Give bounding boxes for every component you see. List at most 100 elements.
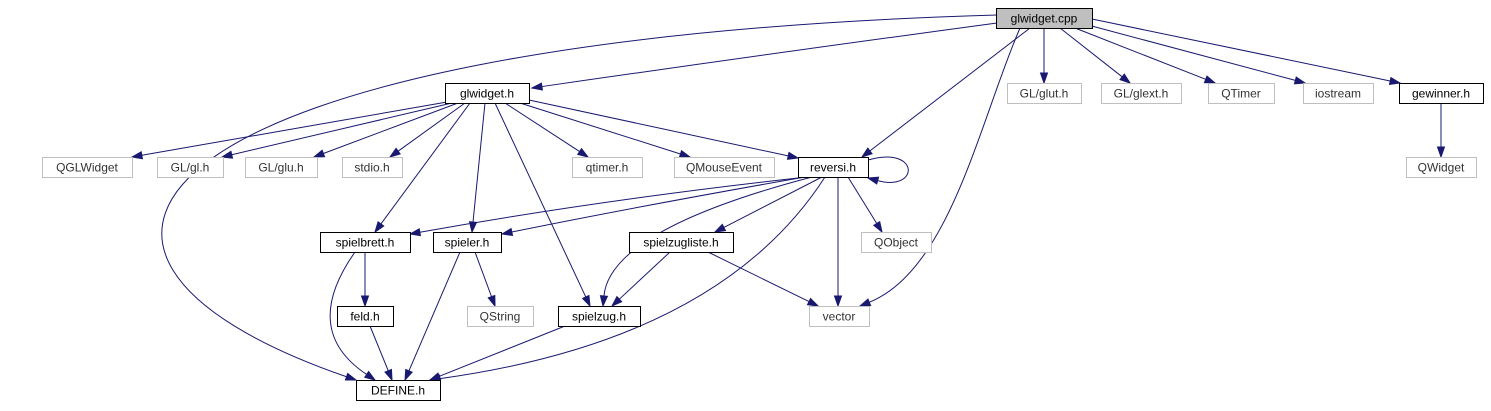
edge-line bbox=[1091, 18, 1391, 82]
arrowhead-icon bbox=[786, 151, 800, 160]
arrowhead-icon bbox=[468, 221, 478, 234]
edge-line bbox=[519, 102, 681, 155]
node-box bbox=[356, 380, 441, 401]
node-label: QObject bbox=[874, 236, 919, 250]
node-box bbox=[1406, 157, 1477, 178]
node-box bbox=[1101, 83, 1182, 104]
edge-reversi-h-to-qobject bbox=[847, 176, 883, 234]
nodes-layer: glwidget.cpp glwidget.h GL/glut.h GL/glext.… bbox=[42, 8, 1484, 401]
node-box bbox=[433, 232, 502, 253]
edge-line bbox=[707, 251, 810, 303]
edge-line bbox=[439, 176, 826, 380]
node-gl-glext: GL/glext.h bbox=[1101, 83, 1182, 104]
node-label: DEFINE.h bbox=[371, 384, 425, 398]
edge-line bbox=[511, 176, 806, 233]
node-glwidget-h[interactable]: glwidget.h bbox=[445, 83, 530, 104]
node-box bbox=[572, 157, 643, 178]
node-box bbox=[1007, 83, 1082, 104]
arrowhead-icon bbox=[388, 147, 401, 158]
arrowhead-icon bbox=[220, 150, 234, 159]
node-label: stdio.h bbox=[354, 161, 389, 175]
edge-glwidget-h-to-qglwidget bbox=[130, 101, 448, 160]
edge-line bbox=[847, 176, 878, 224]
node-spielbrett-h[interactable]: spielbrett.h bbox=[320, 232, 411, 253]
edge-spielzugliste-h-to-vector bbox=[707, 251, 820, 307]
edge-glwidget-h-to-stdio bbox=[388, 102, 466, 158]
node-spieler-h[interactable]: spieler.h bbox=[433, 232, 502, 253]
node-spielzug-h[interactable]: spielzug.h bbox=[558, 306, 641, 327]
arrowhead-icon bbox=[312, 149, 326, 158]
node-label: QString bbox=[480, 310, 521, 324]
node-feld-h[interactable]: feld.h bbox=[337, 306, 394, 327]
node-box bbox=[157, 157, 224, 178]
edge-glwidget-cpp-to-gl-glut bbox=[1039, 28, 1049, 85]
node-box bbox=[1208, 83, 1275, 104]
node-gl-gl: GL/gl.h bbox=[157, 157, 224, 178]
arrowhead-icon bbox=[860, 147, 873, 158]
arrowhead-icon bbox=[599, 295, 609, 308]
node-label: QMouseEvent bbox=[686, 161, 763, 175]
edge-line bbox=[397, 102, 466, 152]
node-box bbox=[798, 157, 869, 178]
node-label: glwidget.cpp bbox=[1011, 12, 1078, 26]
arrowhead-icon bbox=[678, 149, 692, 158]
edge-line bbox=[141, 101, 448, 156]
arrowhead-icon bbox=[1203, 75, 1217, 84]
node-glwidget-cpp[interactable]: glwidget.cpp bbox=[996, 8, 1093, 29]
node-qstring: QString bbox=[467, 306, 534, 327]
edge-line bbox=[867, 156, 909, 183]
node-box bbox=[674, 157, 775, 178]
edge-line bbox=[504, 102, 580, 152]
node-define-h[interactable]: DEFINE.h bbox=[356, 380, 441, 401]
arrowhead-icon bbox=[872, 220, 883, 234]
node-label: glwidget.h bbox=[460, 87, 514, 101]
edge-line bbox=[329, 251, 367, 375]
node-label: reversi.h bbox=[810, 161, 856, 175]
node-box bbox=[342, 157, 403, 178]
arrowhead-icon bbox=[1436, 146, 1446, 159]
node-gl-glut: GL/glut.h bbox=[1007, 83, 1082, 104]
arrowhead-icon bbox=[1388, 76, 1402, 85]
edge-glwidget-h-to-spielbrett-h bbox=[374, 102, 471, 234]
node-spielzugliste-h[interactable]: spielzugliste.h bbox=[629, 232, 734, 253]
node-stdio: stdio.h bbox=[342, 157, 403, 178]
node-box bbox=[629, 232, 734, 253]
arrowhead-icon bbox=[610, 295, 623, 308]
edge-line bbox=[323, 102, 459, 154]
edge-line bbox=[869, 27, 1021, 303]
edge-reversi-h-to-define-h bbox=[428, 176, 826, 383]
edge-reversi-h-to-reversi-h bbox=[866, 156, 909, 185]
node-box bbox=[320, 232, 411, 253]
arrowhead-icon bbox=[374, 221, 385, 234]
node-box bbox=[861, 232, 932, 253]
node-label: vector bbox=[823, 310, 856, 324]
arrowhead-icon bbox=[858, 298, 872, 307]
edge-line bbox=[472, 102, 486, 223]
arrowhead-icon bbox=[408, 228, 422, 237]
edge-glwidget-h-to-gl-gl bbox=[220, 102, 453, 159]
edge-line bbox=[231, 102, 453, 156]
edge-spielzug-h-to-define-h bbox=[428, 325, 566, 381]
node-reversi-h[interactable]: reversi.h bbox=[798, 157, 869, 178]
arrowhead-icon bbox=[363, 370, 377, 381]
edge-reversi-h-to-spielzugliste-h bbox=[713, 176, 823, 233]
node-label: QGLWidget bbox=[56, 161, 118, 175]
edges-layer bbox=[130, 14, 1446, 383]
edge-glwidget-cpp-to-gewinner-h bbox=[1091, 18, 1402, 85]
node-gewinner-h[interactable]: gewinner.h bbox=[1399, 83, 1484, 104]
node-label: GL/glext.h bbox=[1114, 87, 1169, 101]
edge-spieler-h-to-qstring bbox=[474, 251, 496, 308]
node-label: spielzug.h bbox=[572, 310, 626, 324]
edge-line bbox=[723, 176, 823, 228]
node-qtimer-h: qtimer.h bbox=[572, 157, 643, 178]
edge-line bbox=[1074, 27, 1206, 80]
node-qwidget: QWidget bbox=[1406, 157, 1477, 178]
edge-glwidget-h-to-gl-glu bbox=[312, 102, 459, 158]
node-qmouseevent: QMouseEvent bbox=[674, 157, 775, 178]
node-label: spielzugliste.h bbox=[643, 236, 718, 250]
node-label: QTimer bbox=[1221, 87, 1261, 101]
node-label: iostream bbox=[1315, 87, 1361, 101]
arrowhead-icon bbox=[530, 82, 543, 91]
edge-glwidget-cpp-to-vector bbox=[858, 27, 1021, 307]
